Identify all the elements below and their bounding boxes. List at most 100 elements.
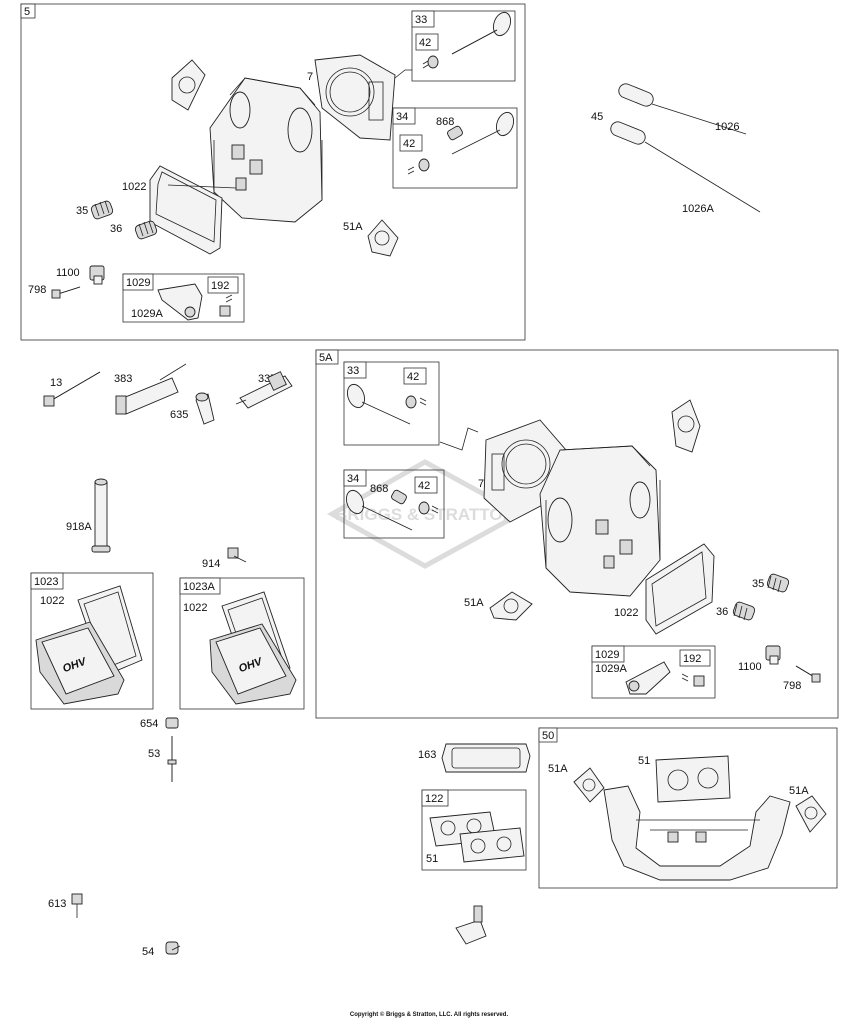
callout-13: 13 [50,377,62,389]
bolt-icon [71,893,83,918]
rocker-stud-icon [89,265,105,285]
tappet-icon [618,83,747,135]
group-122: 122 51 [421,789,527,871]
valve-seal-icon [405,395,427,409]
exhaust-valve-icon [345,489,413,531]
callout-36: 36 [110,223,122,235]
group-5: 5 33 42 34 868 42 [20,3,526,341]
callout-33: 33 [347,365,359,377]
callout-918a: 918A [66,521,92,533]
callout-33: 33 [415,14,427,26]
callout-1029a: 1029A [131,308,163,320]
valve-spring-icon [90,200,114,220]
fitting-icon [455,905,487,945]
stud-icon [167,736,177,782]
push-rods: 45 1026 1026A [591,83,761,215]
nut-icon [219,294,233,317]
callout-868: 868 [436,116,454,128]
intake-manifold-icon [603,785,791,881]
callout-1022: 1022 [183,602,207,614]
intake-valve-icon [451,11,512,55]
manifold-gasket-icon [441,743,531,773]
cylinder-head-icon [539,445,661,597]
callout-914: 914 [202,558,220,570]
group-122-label: 122 [425,793,443,805]
callout-654: 654 [140,718,158,730]
callout-798: 798 [28,284,46,296]
intake-valve-icon [346,383,411,425]
callout-35: 35 [76,205,88,217]
group-1023a-label: 1023A [183,581,215,593]
callout-7: 7 [478,478,484,490]
bolt-icon [43,371,101,407]
callout-1022: 1022 [40,595,64,607]
breather-gasket-icon [671,399,701,453]
callout-34: 34 [347,473,359,485]
callout-613: 613 [48,898,66,910]
callout-34: 34 [396,111,408,123]
callout-42: 42 [407,371,419,383]
callout-51a: 51A [789,785,809,797]
group-1023a: 1023A 1022 OHV [179,577,305,710]
callout-1029: 1029 [126,277,150,289]
callout-1100: 1100 [56,267,80,279]
screw-icon [227,547,247,563]
callout-1022: 1022 [614,607,638,619]
callout-163: 163 [418,749,436,761]
valve-spring-icon [766,573,790,593]
exhaust-gasket-icon [573,767,605,803]
screw-icon [165,941,181,955]
watermark-text: BRIGGS & STRATTON [335,505,515,524]
rocker-arm-icon [157,283,203,321]
rocker-gasket-icon [149,165,223,255]
callout-35: 35 [752,578,764,590]
callout-192: 192 [211,280,229,292]
callout-42: 42 [403,138,415,150]
callout-868: 868 [370,483,388,495]
callout-45: 45 [591,111,603,123]
cylinder-head-icon [209,77,323,223]
rocker-stud-icon [765,645,781,665]
callout-635: 635 [170,409,188,421]
rocker-gasket-icon [645,543,715,635]
rocker-arm-icon [625,661,671,695]
group-1023-label: 1023 [34,576,58,588]
nut-icon [165,717,179,729]
intake-gasket-icon [459,827,525,863]
rocker-cover-icon: OHV [209,623,297,705]
callout-1022: 1022 [122,181,146,193]
callout-51: 51 [426,853,438,865]
valve-seal-icon [422,55,439,69]
valve-guide-icon [447,125,463,141]
callout-798: 798 [783,680,801,692]
callout-1029: 1029 [595,649,619,661]
callout-1026a: 1026A [682,203,714,215]
copyright-notice: Copyright © Briggs & Stratton, LLC. All … [349,1012,509,1018]
exhaust-gasket-icon [795,795,827,833]
callout-1026: 1026 [715,121,739,133]
screw-icon [795,665,821,683]
callout-51a: 51A [548,763,568,775]
valve-seal-icon [407,158,430,175]
callout-42: 42 [418,480,430,492]
spark-plug-icon [235,371,293,409]
nut-icon [681,673,705,687]
callout-36: 36 [716,606,728,618]
group-50-label: 50 [542,730,554,742]
guide-tube-icon [91,478,111,553]
plug-boot-icon [195,392,215,425]
callout-53: 53 [148,748,160,760]
exhaust-gasket-icon [367,219,399,257]
group-1023: 1023 1022 OHV [30,572,154,710]
callout-1029a: 1029A [595,663,627,675]
callout-192: 192 [683,653,701,665]
callout-7: 7 [307,71,313,83]
valve-guide-icon [391,489,407,505]
callout-1100: 1100 [738,661,762,673]
callout-51: 51 [638,755,650,767]
callout-54: 54 [142,946,154,958]
valve-seal-icon [418,501,439,515]
group-5-label: 5 [24,6,30,18]
callout-383: 383 [114,373,132,385]
